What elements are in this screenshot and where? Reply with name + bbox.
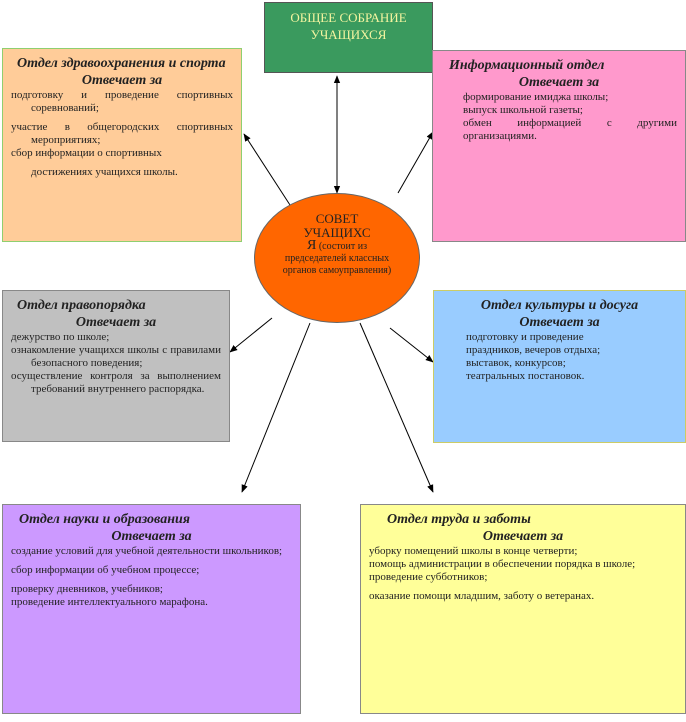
arrow-to-culture-dept (389, 327, 434, 363)
list-item: участие в общегородских спортивных мероп… (11, 121, 233, 146)
list-item: дежурство по школе; (11, 331, 110, 343)
council-title-line1: СОВЕТ (315, 211, 359, 226)
general-meeting-line2: УЧАЩИХСЯ (310, 27, 387, 42)
health-sport-dept-box: Отдел здравоохранения и спорта Отвечает … (2, 48, 242, 242)
council-title-line2: УЧАЩИХС (303, 225, 371, 240)
list-item: осуществление контроля за выполнением тр… (11, 370, 221, 395)
order-dept-responsible-label: Отвечает за (75, 315, 157, 330)
culture-dept-list: подготовку и проведение праздников, вече… (442, 331, 677, 383)
council-subtitle: (состоит из председателей классных орган… (282, 241, 392, 276)
order-dept-title: Отдел правопорядка (17, 298, 146, 313)
health-dept-title: Отдел здравоохранения и спорта (17, 56, 226, 71)
labor-care-dept-box: Отдел труда и заботы Отвечает за уборку … (360, 504, 686, 714)
list-item: выпуск школьной газеты; (463, 104, 583, 116)
info-dept-title: Информационный отдел (449, 58, 605, 73)
list-item: сбор информации о спортивных (11, 147, 162, 159)
council-title-letter: Я (306, 238, 317, 253)
student-council-circle: СОВЕТ УЧАЩИХС Я (состоит из председателе… (254, 193, 420, 323)
list-item: проверку дневников, учебников; (11, 583, 163, 595)
list-item: проведение субботников; (369, 571, 488, 583)
health-dept-responsible-label: Отвечает за (81, 73, 163, 88)
health-dept-list: подготовку и проведение спортивных сорев… (11, 89, 233, 179)
culture-dept-title: Отдел культуры и досуга (480, 298, 639, 313)
info-dept-responsible-label: Отвечает за (518, 75, 600, 90)
information-dept-box: Информационный отдел Отвечает за формиро… (432, 50, 686, 242)
law-order-dept-box: Отдел правопорядка Отвечает за дежурство… (2, 290, 230, 442)
labor-dept-title: Отдел труда и заботы (387, 512, 531, 527)
list-item: проведение интеллектуального марафона. (11, 596, 208, 608)
arrow-to-health-dept (243, 133, 291, 206)
labor-dept-list: уборку помещений школы в конце четверти;… (369, 545, 677, 603)
science-education-dept-box: Отдел науки и образования Отвечает за со… (2, 504, 301, 714)
culture-dept-responsible-label: Отвечает за (519, 315, 600, 330)
labor-dept-responsible-label: Отвечает за (482, 529, 564, 544)
arrow-to-info-dept (397, 131, 434, 194)
list-item: подготовку и проведение спортивных сорев… (11, 89, 233, 114)
science-dept-title: Отдел науки и образования (19, 512, 190, 527)
list-item: оказание помощи младшим, заботу о ветера… (369, 590, 595, 602)
general-meeting-line1: ОБЩЕЕ СОБРАНИЕ (290, 10, 407, 25)
list-item: обмен информацией с другими организациям… (463, 117, 677, 142)
list-item: сбор информации об учебном процессе; (11, 564, 200, 576)
order-dept-list: дежурство по школе; ознакомление учащихс… (11, 331, 221, 396)
list-item: создание условий для учебной деятельност… (11, 545, 283, 557)
list-item: формирование имиджа школы; (463, 91, 609, 103)
culture-leisure-dept-box: Отдел культуры и досуга Отвечает за подг… (433, 290, 686, 443)
list-item: достижениях учащихся школы. (31, 166, 178, 178)
list-item: выставок, конкурсов; (466, 357, 566, 369)
council-description: Я (состоит из председателей классных орг… (255, 238, 419, 277)
list-item: уборку помещений школы в конце четверти; (369, 545, 578, 557)
general-meeting-box: ОБЩЕЕ СОБРАНИЕ УЧАЩИХСЯ (264, 2, 433, 73)
arrow-to-order-dept (229, 317, 273, 353)
list-item: ознакомление учащихся школы с правилами … (11, 344, 221, 369)
arrow-to-science-dept (241, 322, 311, 493)
list-item: помощь администрации в обеспечении поряд… (369, 558, 636, 570)
science-dept-list: создание условий для учебной деятельност… (11, 545, 292, 609)
list-item: подготовку и проведение праздников, вече… (466, 331, 601, 356)
info-dept-list: формирование имиджа школы; выпуск школьн… (441, 91, 677, 143)
science-dept-responsible-label: Отвечает за (111, 529, 192, 544)
list-item: театральных постановок. (466, 370, 585, 382)
arrow-to-labor-dept (359, 322, 434, 493)
